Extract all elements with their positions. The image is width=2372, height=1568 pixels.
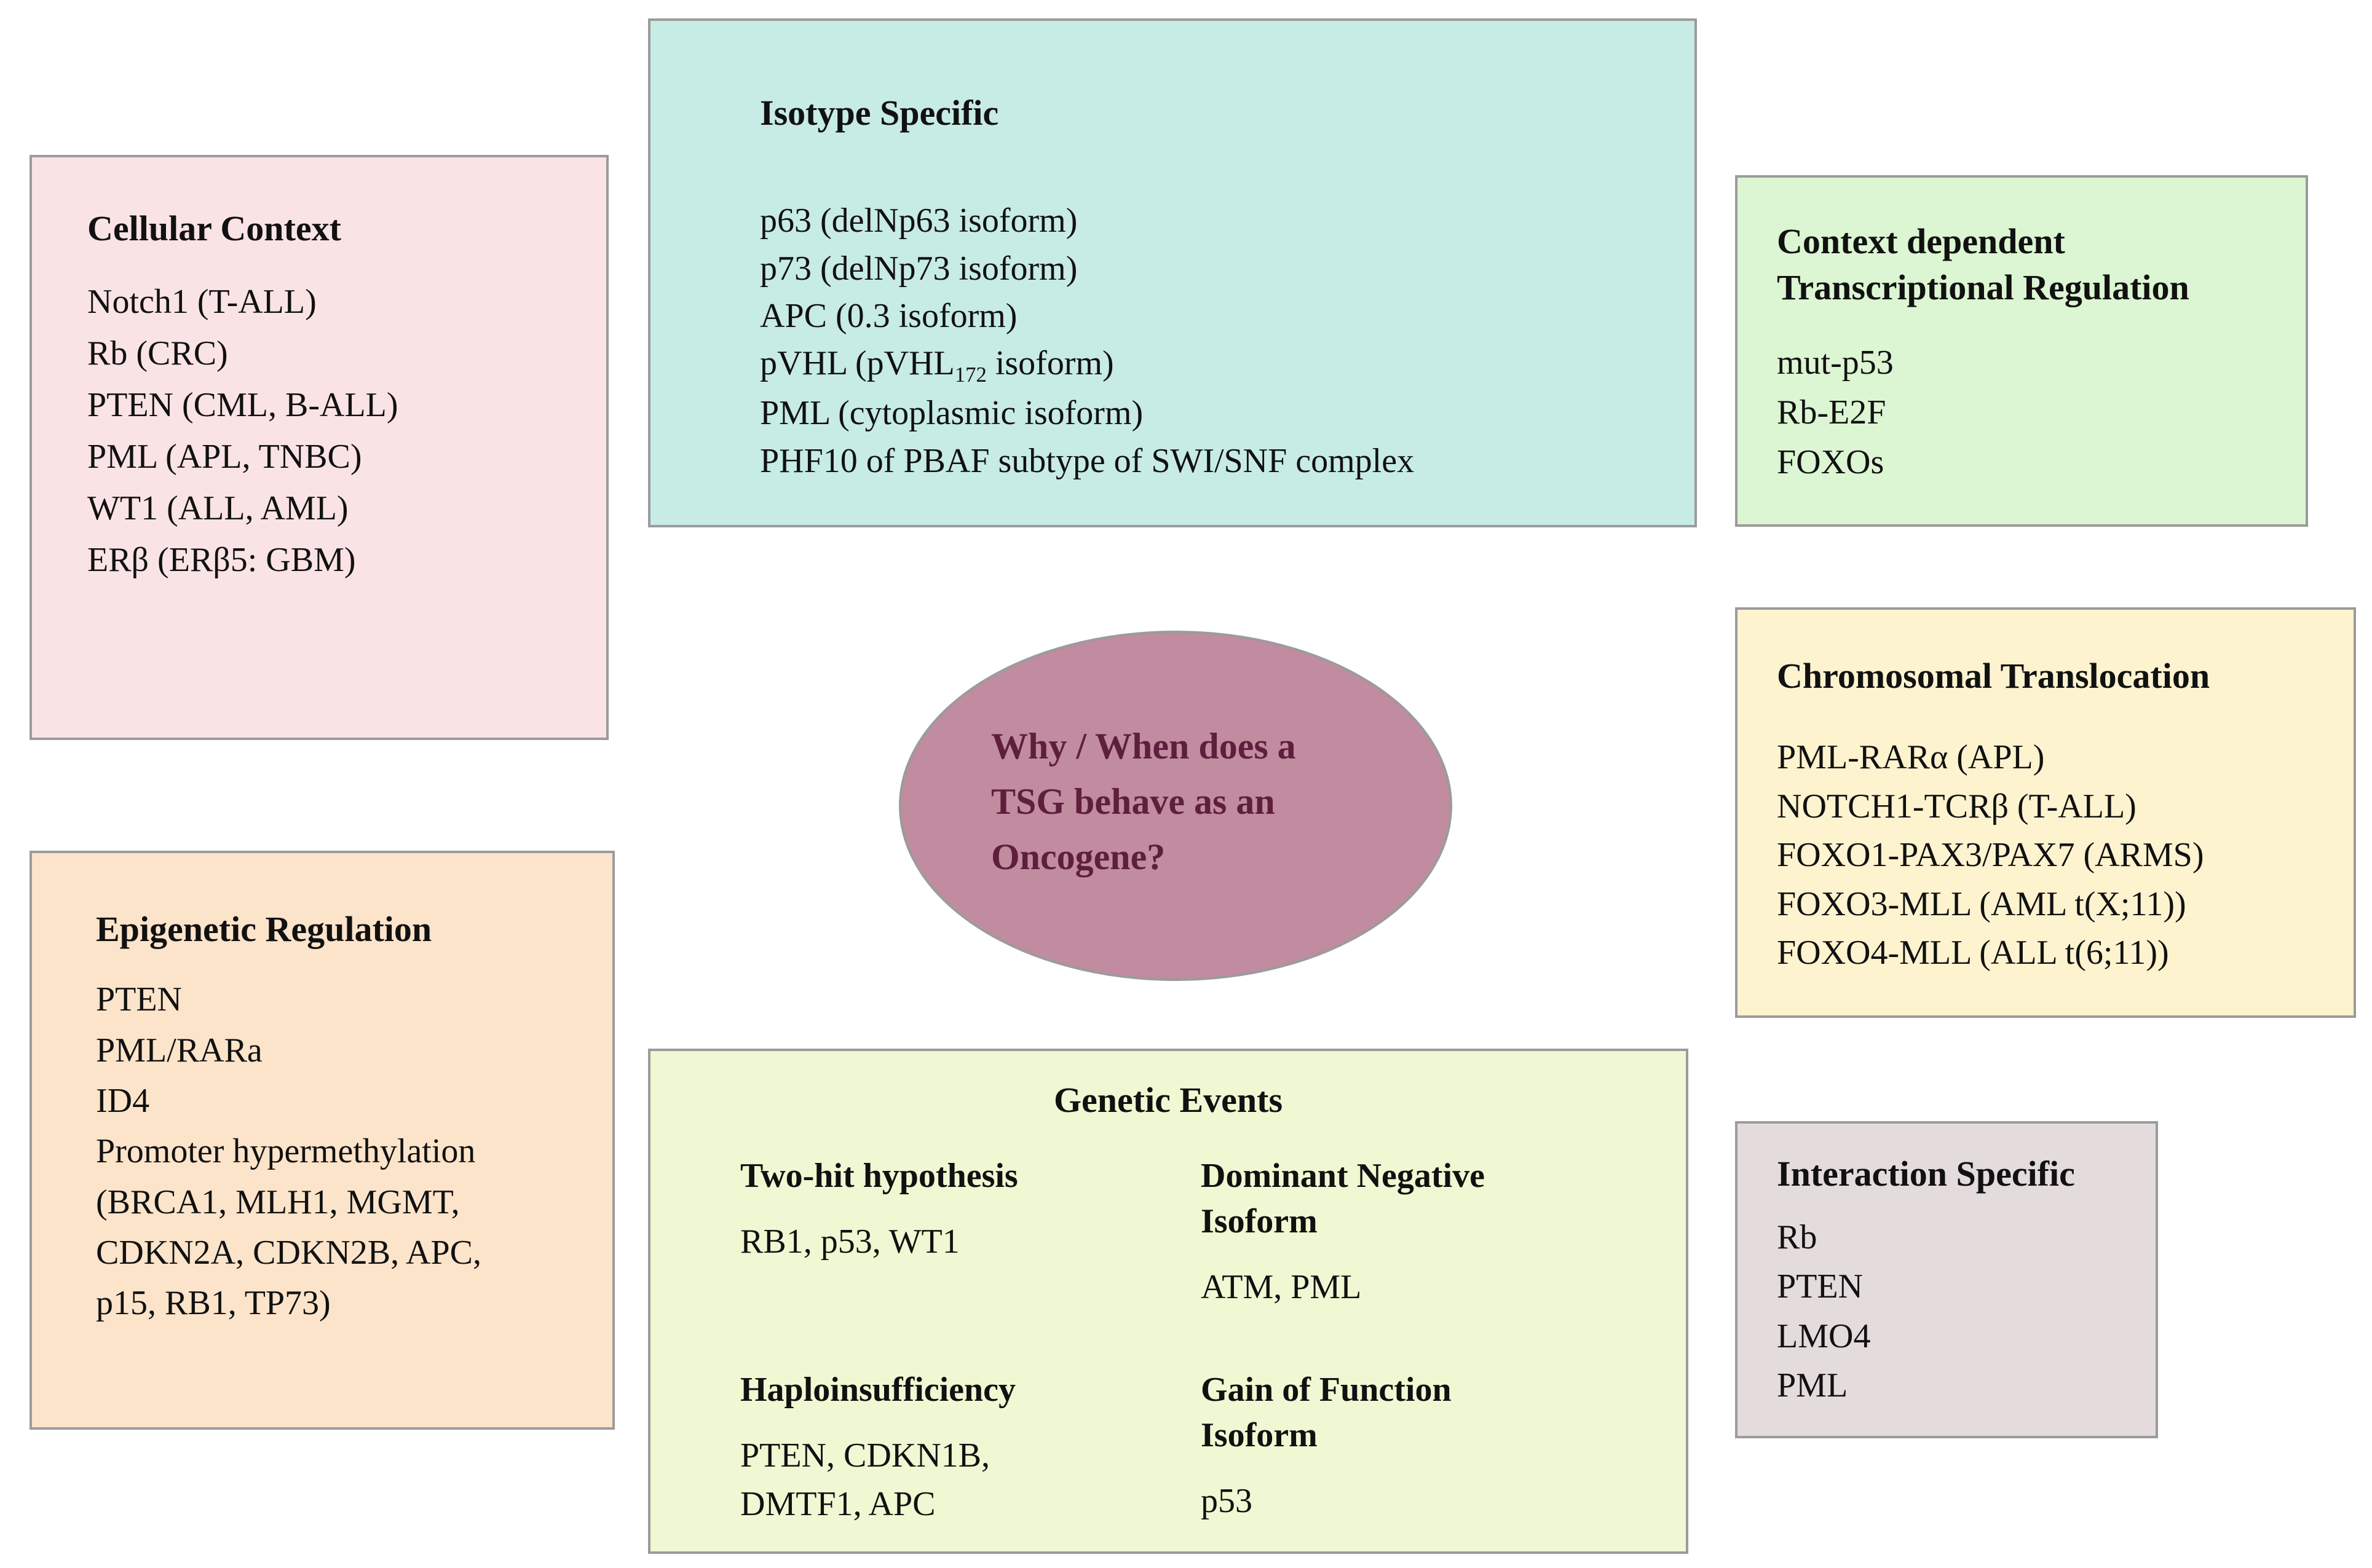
list-item: PML xyxy=(1777,1366,1848,1405)
list-item: PML-RARα (APL) xyxy=(1777,738,2045,777)
section-genes-line: DMTF1, APC xyxy=(740,1484,936,1523)
box-title-line: Transcriptional Regulation xyxy=(1777,267,2189,308)
section-heading-line: Dominant Negative xyxy=(1201,1157,1485,1195)
section-heading: Haploinsufficiency xyxy=(740,1371,1016,1409)
section-genes: p53 xyxy=(1201,1482,1252,1521)
list-item-hypermethylation-line: Promoter hypermethylation xyxy=(96,1132,476,1171)
box-title: Interaction Specific xyxy=(1777,1154,2075,1194)
section-genes: ATM, PML xyxy=(1201,1267,1362,1306)
list-item: mut-p53 xyxy=(1777,343,1894,382)
section-heading-line: Gain of Function xyxy=(1201,1371,1452,1409)
ellipse-text-line: TSG behave as an xyxy=(991,781,1275,822)
list-item: PTEN xyxy=(1777,1267,1863,1306)
section-heading: Two-hit hypothesis xyxy=(740,1157,1018,1195)
box-epigenetic-regulation: Epigenetic Regulation PTEN PML/RARa ID4 … xyxy=(30,851,615,1430)
list-item: PTEN (CML, B-ALL) xyxy=(87,386,398,425)
section-heading-line: Isoform xyxy=(1201,1416,1318,1455)
box-cellular-context: Cellular Context Notch1 (T-ALL) Rb (CRC)… xyxy=(30,155,609,740)
central-question-ellipse: Why / When does a TSG behave as an Oncog… xyxy=(899,631,1452,981)
list-item: PML (cytoplasmic isoform) xyxy=(760,394,1144,433)
box-context-dependent-transcriptional-regulation: Context dependent Transcriptional Regula… xyxy=(1735,175,2308,527)
list-item: NOTCH1-TCRβ (T-ALL) xyxy=(1777,787,2137,825)
genetic-events-two-hit-section: Two-hit hypothesis RB1, p53, WT1 xyxy=(740,1154,1176,1311)
list-item: ID4 xyxy=(96,1082,150,1121)
section-heading: Gain of Function Isoform xyxy=(1201,1368,1637,1459)
list-item: WT1 (ALL, AML) xyxy=(87,489,349,528)
pvhl-subscript: 172 xyxy=(954,363,987,387)
list-item: FOXO4-MLL (ALL t(6;11)) xyxy=(1777,934,2169,972)
pvhl-post: isoform) xyxy=(986,344,1114,383)
genetic-events-haploinsufficiency-section: Haploinsufficiency PTEN, CDKN1B, DMTF1, … xyxy=(740,1368,1176,1528)
list-item: PTEN xyxy=(96,980,182,1019)
list-item: Notch1 (T-ALL) xyxy=(87,283,317,321)
box-title: Cellular Context xyxy=(87,208,341,248)
list-item: PML/RARa xyxy=(96,1031,263,1070)
list-item: PML (APL, TNBC) xyxy=(87,438,362,476)
list-item: FOXO3-MLL (AML t(X;11)) xyxy=(1777,884,2186,923)
box-title: Epigenetic Regulation xyxy=(96,909,432,949)
section-genes: RB1, p53, WT1 xyxy=(740,1222,960,1261)
box-title-line: Context dependent xyxy=(1777,221,2065,261)
box-title: Isotype Specific xyxy=(760,93,999,133)
list-item: PHF10 of PBAF subtype of SWI/SNF complex xyxy=(760,441,1415,480)
list-item: Rb xyxy=(1777,1218,1817,1257)
pvhl-pre: pVHL (pVHL xyxy=(760,344,955,383)
section-heading: Dominant Negative Isoform xyxy=(1201,1154,1637,1245)
section-genes: PTEN, CDKN1B, DMTF1, APC xyxy=(740,1432,1176,1528)
box-chromosomal-translocation: Chromosomal Translocation PML-RARα (APL)… xyxy=(1735,607,2356,1018)
list-item: APC (0.3 isoform) xyxy=(760,296,1018,335)
list-item-pvhl: pVHL (pVHL172 isoform) xyxy=(760,340,1670,390)
list-item: p73 (delNp73 isoform) xyxy=(760,249,1078,288)
list-item: p63 (delNp63 isoform) xyxy=(760,202,1078,240)
list-item-hypermethylation-line: (BRCA1, MLH1, MGMT, xyxy=(96,1183,460,1221)
ellipse-text-line: Oncogene? xyxy=(991,837,1166,877)
box-isotype-specific: Isotype Specific p63 (delNp63 isoform) p… xyxy=(648,18,1697,527)
list-item: ERβ (ERβ5: GBM) xyxy=(87,541,356,580)
list-item-hypermethylation-line: CDKN2A, CDKN2B, APC, xyxy=(96,1233,481,1272)
ellipse-text-line: Why / When does a xyxy=(991,726,1296,766)
list-item: LMO4 xyxy=(1777,1317,1871,1355)
box-title: Genetic Events xyxy=(1053,1080,1283,1120)
box-genetic-events: Genetic Events Two-hit hypothesis RB1, p… xyxy=(648,1049,1688,1554)
section-heading-line: Isoform xyxy=(1201,1202,1318,1240)
list-item: Rb (CRC) xyxy=(87,334,228,373)
section-genes-line: PTEN, CDKN1B, xyxy=(740,1436,990,1475)
list-item-hypermethylation-line: p15, RB1, TP73) xyxy=(96,1284,331,1323)
list-item: FOXO1-PAX3/PAX7 (ARMS) xyxy=(1777,836,2204,875)
list-item: Rb-E2F xyxy=(1777,393,1886,431)
list-item: FOXOs xyxy=(1777,443,1884,482)
box-title: Chromosomal Translocation xyxy=(1777,656,2210,696)
genetic-events-gain-of-function-section: Gain of Function Isoform p53 xyxy=(1201,1368,1637,1528)
box-interaction-specific: Interaction Specific Rb PTEN LMO4 PML xyxy=(1735,1121,2158,1438)
genetic-events-dominant-negative-section: Dominant Negative Isoform ATM, PML xyxy=(1201,1154,1637,1311)
